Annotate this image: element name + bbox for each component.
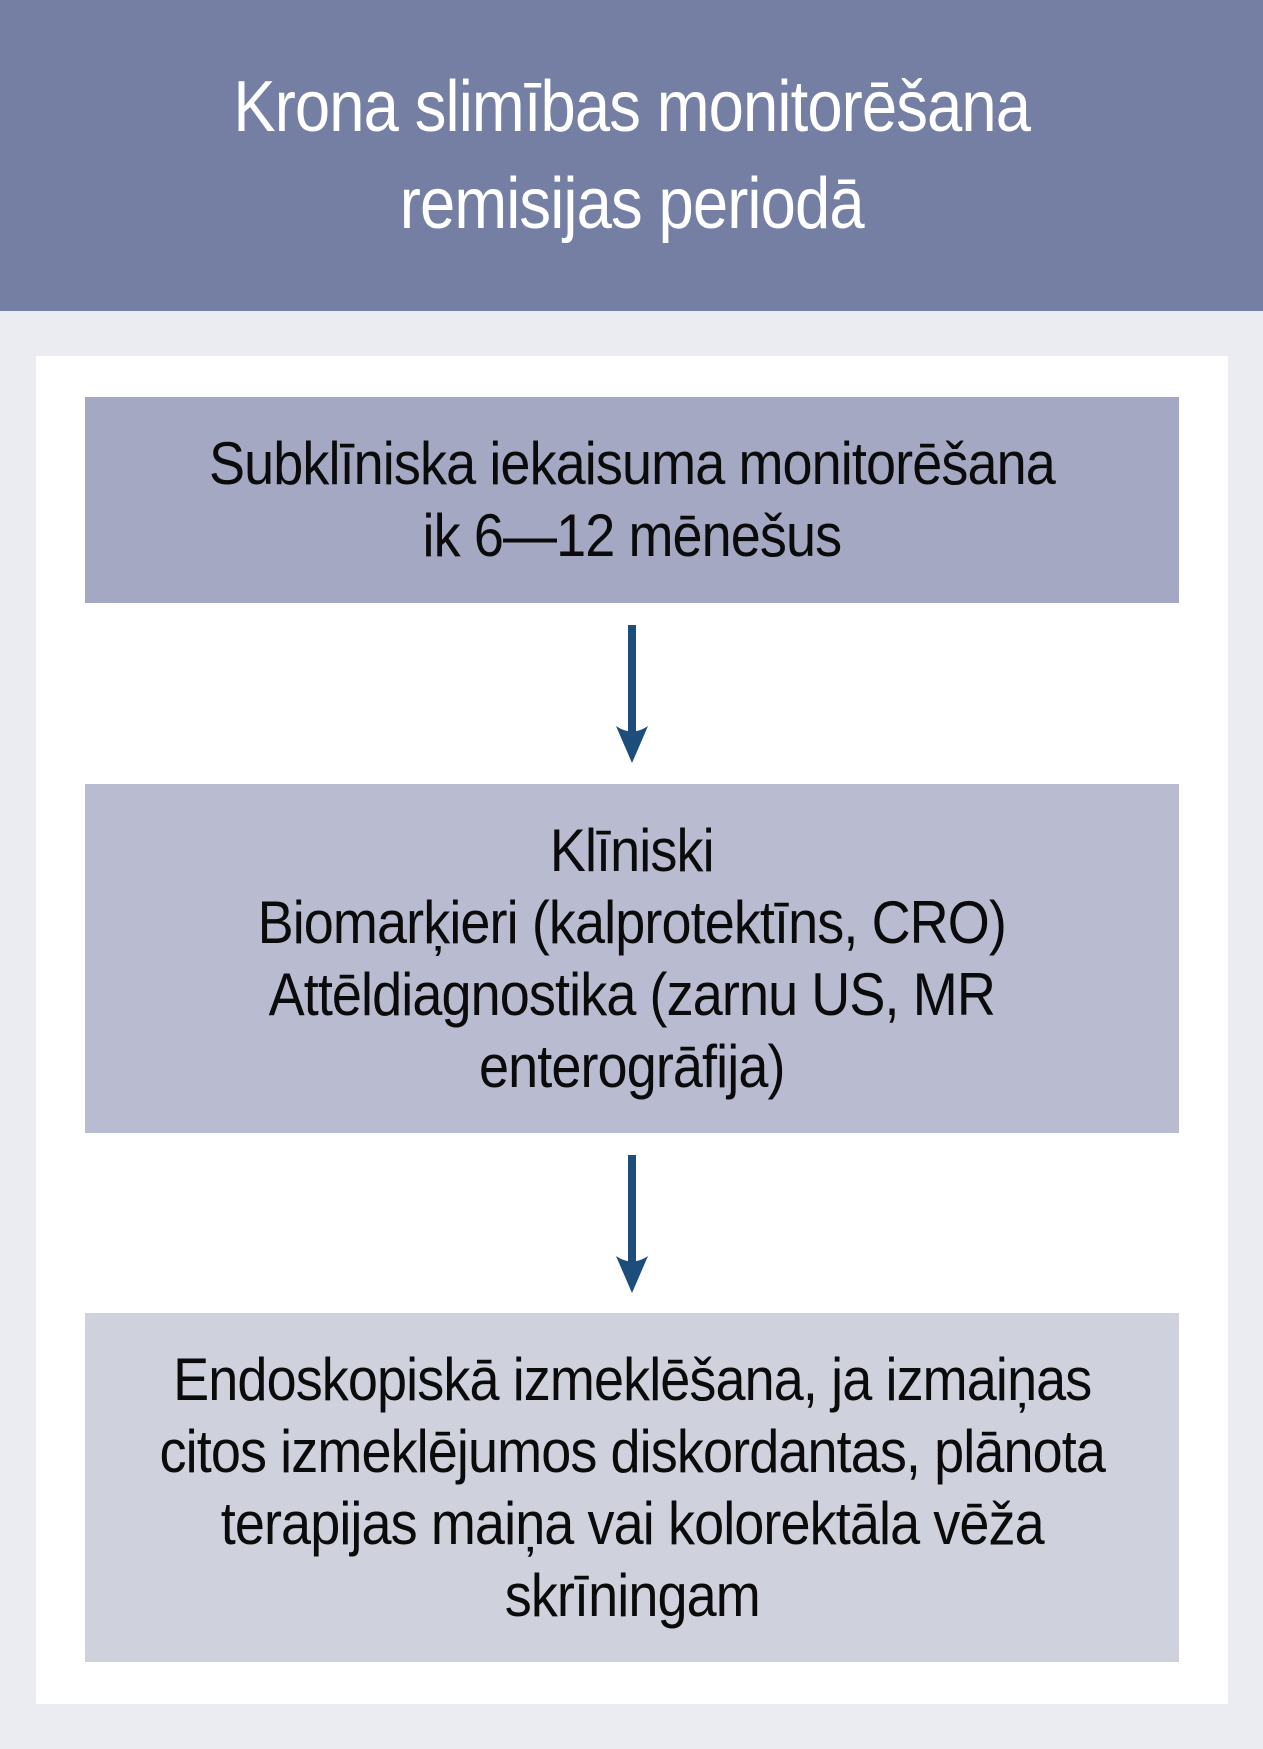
arrow-down-icon xyxy=(616,625,648,763)
flow-step-subclinical-monitoring: Subklīniska iekaisuma monitorēšana ik 6—… xyxy=(85,397,1179,603)
step-line: Endoskopiskā izmeklēšana, ja izmaiņas xyxy=(172,1345,1092,1413)
step-line: terapijas maiņa vai kolorektāla vēža xyxy=(220,1489,1044,1557)
flow-step-text: Klīniski Biomarķieri (kalprotektīns, CRO… xyxy=(257,815,1007,1103)
page-title: Krona slimības monitorēšana remisijas pe… xyxy=(233,59,1031,253)
title-line-1: Krona slimības monitorēšana xyxy=(233,66,1031,147)
step-line: skrīningam xyxy=(504,1561,760,1629)
flow-step-methods: Klīniski Biomarķieri (kalprotektīns, CRO… xyxy=(85,784,1179,1133)
step-line: Biomarķieri (kalprotektīns, CRO) xyxy=(257,888,1007,956)
step-line: ik 6—12 mēnešus xyxy=(422,502,843,569)
flow-step-text: Endoskopiskā izmeklēšana, ja izmaiņas ci… xyxy=(159,1344,1105,1632)
step-line: citos izmeklējumos diskordantas, plānota xyxy=(159,1417,1105,1485)
step-line: Attēldiagnostika (zarnu US, MR xyxy=(268,960,996,1028)
flow-step-text: Subklīniska iekaisuma monitorēšana ik 6—… xyxy=(209,428,1056,572)
flow-step-endoscopy: Endoskopiskā izmeklēšana, ja izmaiņas ci… xyxy=(85,1313,1179,1662)
step-line: enterogrāfija) xyxy=(479,1032,785,1100)
flowchart-panel: Subklīniska iekaisuma monitorēšana ik 6—… xyxy=(36,356,1228,1704)
step-line: Subklīniska iekaisuma monitorēšana xyxy=(209,430,1056,497)
arrow-down-icon xyxy=(616,1155,648,1293)
header-band: Krona slimības monitorēšana remisijas pe… xyxy=(0,0,1263,311)
title-line-2: remisijas periodā xyxy=(399,163,865,244)
step-line: Klīniski xyxy=(550,816,715,884)
